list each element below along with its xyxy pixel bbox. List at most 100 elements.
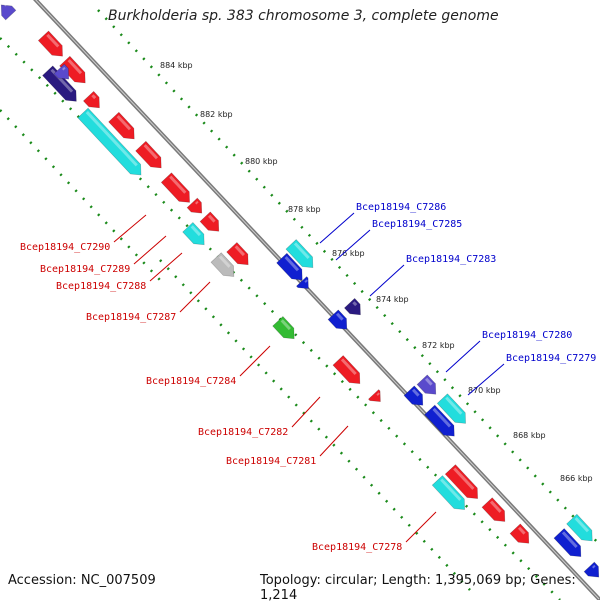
gene-block <box>53 63 70 80</box>
forward-gene-label: Bcep18194_C7279 <box>506 353 596 364</box>
reverse-leader-line <box>291 396 321 428</box>
gene-arrow <box>272 316 295 340</box>
forward-gene-label: Bcep18194_C7285 <box>372 219 462 230</box>
scale-label: 884 kbp <box>160 61 193 70</box>
gene-arrow <box>108 111 135 140</box>
reverse-leader-line <box>133 235 167 265</box>
gene-shine <box>376 392 380 396</box>
gene-shine <box>46 33 60 48</box>
gene-features <box>0 2 600 578</box>
gene-arrow <box>186 197 203 214</box>
gene-shine <box>284 256 300 272</box>
reverse-gene-label: Bcep18194_C7278 <box>312 542 402 553</box>
scale-label: 878 kbp <box>288 205 321 214</box>
reverse-gene-label: Bcep18194_C7281 <box>226 456 316 467</box>
gene-shine <box>335 312 344 321</box>
gene-block <box>403 385 424 406</box>
gene-shine <box>4 2 8 7</box>
gene-arrow <box>182 222 205 246</box>
gene-labels: Bcep18194_C7286Bcep18194_C7285Bcep18194_… <box>20 202 596 553</box>
gene-block <box>82 90 100 109</box>
gene-arrow <box>53 63 70 80</box>
gene-block <box>368 389 381 402</box>
scale-label: 874 kbp <box>376 295 409 304</box>
gene-shine <box>304 279 308 283</box>
gene-arrow <box>424 404 455 437</box>
gene-arrow <box>59 55 86 84</box>
scale-label: 868 kbp <box>513 431 546 440</box>
gene-block <box>186 197 203 214</box>
gene-block <box>210 252 235 277</box>
gene-shine <box>411 388 420 397</box>
gene-shine <box>190 225 202 237</box>
gene-shine <box>445 396 463 415</box>
reverse-leader-line <box>149 252 183 282</box>
gene-shine <box>432 407 452 428</box>
reverse-leader-line <box>179 281 211 313</box>
gene-shine <box>561 531 578 549</box>
gene-arrow <box>431 475 465 510</box>
gene-arrow <box>77 107 142 176</box>
gene-block <box>327 309 348 330</box>
gene-arrow <box>226 242 249 266</box>
gene-arrow <box>444 464 478 499</box>
gene-arrow <box>327 309 348 330</box>
gene-shine <box>62 66 66 71</box>
gene-shine <box>218 255 231 268</box>
gene-arrow <box>199 211 220 232</box>
gene-block <box>553 528 582 558</box>
topology-text: Topology: circular; Length: 1,395,069 bp… <box>260 573 576 603</box>
gene-shine <box>91 94 97 100</box>
gene-block <box>108 111 135 140</box>
gene-shine <box>352 301 358 307</box>
gene-arrow <box>403 385 424 406</box>
gene-shine <box>169 175 187 194</box>
forward-leader-line <box>467 363 505 396</box>
gene-arrow <box>135 140 162 169</box>
gene-block <box>296 276 309 289</box>
gene-shine <box>143 144 159 160</box>
reverse-gene-label: Bcep18194_C7284 <box>146 376 236 387</box>
scale-label: 872 kbp <box>422 341 455 350</box>
scale-label: 880 kbp <box>245 157 278 166</box>
backbone <box>33 0 600 600</box>
gene-shine <box>453 467 475 490</box>
forward-leader-line <box>445 340 481 373</box>
forward-gene-label: Bcep18194_C7286 <box>356 202 446 213</box>
gene-block <box>583 561 600 578</box>
forward-leader-line <box>369 264 405 297</box>
gene-shine <box>207 214 216 223</box>
scale-dots-inner-2 <box>0 109 161 281</box>
reverse-gene-label: Bcep18194_C7282 <box>198 427 288 438</box>
gene-block <box>481 497 506 522</box>
gene-block <box>226 242 249 266</box>
gene-arrow <box>368 389 381 402</box>
gene-shine <box>67 59 83 75</box>
gene-block <box>431 475 465 510</box>
reverse-leader-line <box>319 425 349 457</box>
gene-arrow <box>583 561 600 578</box>
gene-arrow <box>332 355 361 385</box>
backbone-highlight <box>35 0 600 600</box>
gene-block <box>135 140 162 169</box>
reverse-leader-line <box>113 214 147 243</box>
gene-shine <box>517 526 526 535</box>
gene-block <box>509 523 530 544</box>
gene-arrow <box>285 239 314 269</box>
gene-block <box>444 464 478 499</box>
gene-arrow <box>566 513 593 542</box>
gene-shine <box>440 478 462 501</box>
gene-arrow <box>82 90 100 109</box>
gene-shine <box>116 115 132 131</box>
gene-arrow <box>509 523 530 544</box>
gene-shine <box>592 564 596 569</box>
reverse-leader-line <box>239 345 271 377</box>
gene-arrow <box>343 297 361 316</box>
gene-block <box>37 30 63 57</box>
gene-arrow <box>553 528 582 558</box>
reverse-gene-label: Bcep18194_C7288 <box>56 281 146 292</box>
forward-gene-label: Bcep18194_C7283 <box>406 254 496 265</box>
scale-dots-outer <box>97 9 600 546</box>
gene-block <box>416 374 437 395</box>
